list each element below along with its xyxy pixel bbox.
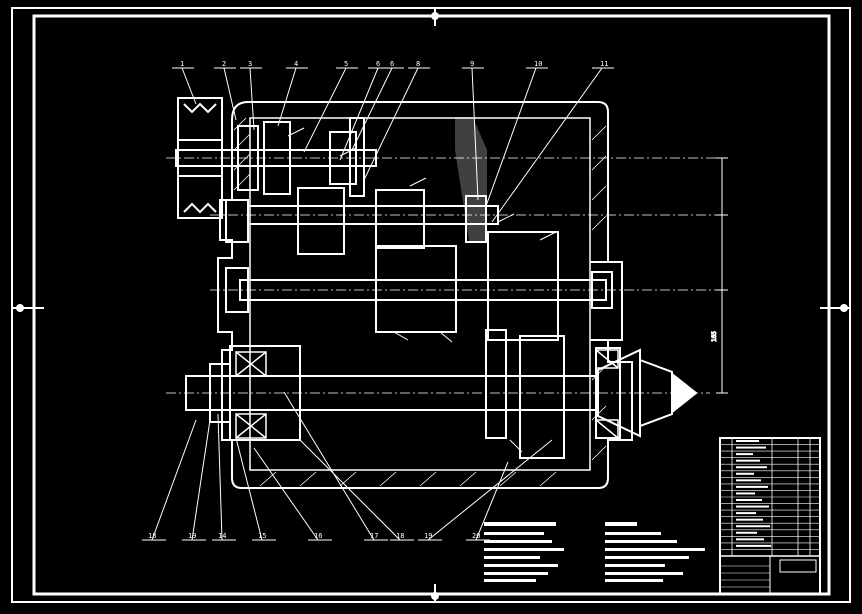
balloon-label: 14 xyxy=(218,532,226,540)
balloon-label: 15 xyxy=(258,532,266,540)
balloon-label: 5 xyxy=(344,60,348,68)
balloon-bottom-6: 17 xyxy=(283,391,388,541)
balloon-label: 19 xyxy=(188,532,196,540)
dimension-lines: 165 xyxy=(711,157,728,394)
balloon-top-3: 3 xyxy=(240,60,262,131)
gear-callouts xyxy=(287,127,557,453)
balloon-bottom-2: 19 xyxy=(182,419,211,541)
title-block-cell-text xyxy=(736,472,754,475)
title-block xyxy=(719,437,821,595)
balloon-row-top: 1 2 3 4 5 6 6 8 9 10 11 xyxy=(172,60,614,223)
dimension-label: 165 xyxy=(711,331,718,342)
title-block-cell-text xyxy=(736,453,753,456)
title-block-cell-text xyxy=(736,479,761,482)
balloon-top-11: 11 xyxy=(491,60,614,223)
balloon-bottom-1: 18 xyxy=(142,419,197,541)
title-block-cell-text xyxy=(736,512,756,515)
balloon-top-2: 2 xyxy=(214,60,237,121)
balloon-top-5: 5 xyxy=(303,60,358,153)
balloon-bottom-5: 16 xyxy=(253,447,332,541)
balloon-label: 19 xyxy=(424,532,432,540)
balloon-label: 10 xyxy=(534,60,542,68)
title-block-cell-text xyxy=(736,492,755,495)
balloon-top-8: 8 xyxy=(363,60,430,181)
title-block-cell-text xyxy=(736,459,760,462)
title-block-cell-text xyxy=(736,538,764,541)
balloon-label: 6 xyxy=(390,60,394,68)
shaft-3 xyxy=(210,231,720,341)
outer-border xyxy=(11,7,851,603)
balloon-label: 18 xyxy=(148,532,156,540)
balloon-label: 4 xyxy=(294,60,298,68)
shaft-1 xyxy=(166,117,720,197)
balloon-bottom-4: 15 xyxy=(235,437,276,541)
balloon-bottom-7: 18 xyxy=(299,439,414,541)
balloon-label: 3 xyxy=(248,60,252,68)
balloon-label: 16 xyxy=(314,532,322,540)
title-block-cell-text xyxy=(736,505,769,508)
balloon-top-10: 10 xyxy=(485,60,548,207)
balloon-label: 18 xyxy=(396,532,404,540)
balloon-label: 2 xyxy=(222,60,226,68)
balloon-bottom-8: 19 xyxy=(418,439,553,541)
title-block-cell-text xyxy=(736,525,770,528)
title-block-cell-text xyxy=(736,544,771,547)
title-block-cell-text xyxy=(736,440,759,442)
centering-marks xyxy=(12,8,850,602)
balloon-label: 17 xyxy=(370,532,378,540)
balloon-bottom-3: 14 xyxy=(212,413,236,541)
balloon-label: 6 xyxy=(376,60,380,68)
balloon-bottom-9: 20 xyxy=(466,461,509,541)
technical-notes-right xyxy=(605,522,705,582)
balloon-label: 9 xyxy=(470,60,474,68)
balloon-label: 20 xyxy=(472,532,480,540)
balloon-label: 1 xyxy=(180,60,184,68)
balloon-label: 11 xyxy=(600,60,608,68)
balloon-row-bottom: 18 19 14 15 16 17 18 19 20 xyxy=(142,391,553,541)
title-block-cell-text xyxy=(736,466,767,469)
title-block-cell-text xyxy=(736,531,757,534)
balloon-top-9: 9 xyxy=(462,60,484,201)
title-block-cell-text xyxy=(736,518,763,521)
bearings xyxy=(235,349,619,439)
balloon-top-1: 1 xyxy=(172,60,197,105)
gearbox-housing xyxy=(217,101,633,489)
balloon-top-7: 6 xyxy=(351,60,404,151)
spindle xyxy=(166,329,710,459)
title-block-cell-text xyxy=(736,499,762,501)
technical-notes-left xyxy=(484,522,564,582)
title-block-cell-text xyxy=(736,446,766,449)
shaft-2 xyxy=(210,187,720,255)
balloon-label: 8 xyxy=(416,60,420,68)
title-block-cell-text xyxy=(736,485,768,488)
balloon-top-4: 4 xyxy=(277,60,308,127)
